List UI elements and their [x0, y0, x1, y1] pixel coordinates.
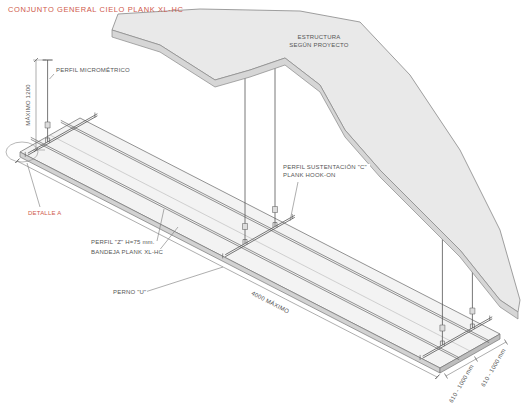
drawing-title: CONJUNTO GENERAL CIELO PLANK XL-HC	[8, 5, 183, 14]
dimension-tick	[475, 357, 478, 362]
c-profile-end	[222, 253, 223, 258]
hanger-rod	[275, 64, 276, 226]
c-profile-end	[489, 316, 490, 321]
micrometric-profile	[45, 122, 50, 128]
dimension-extension	[436, 374, 440, 379]
c-profile	[28, 116, 98, 155]
micrometric-profile	[273, 207, 278, 213]
dimension-label: 4000 MÁXIMO	[249, 290, 291, 317]
c-profile	[423, 319, 493, 358]
u-bolt	[470, 324, 474, 329]
dimension-tick	[435, 375, 439, 379]
dimension-line	[36, 60, 37, 150]
leader-line	[290, 182, 298, 221]
micrometric-profile	[243, 224, 248, 230]
ceiling-assembly	[6, 9, 520, 379]
part-label: BANDEJA PLANK XL-HC	[90, 249, 164, 257]
dimension-label: 610 - 1000 mm	[448, 363, 477, 406]
detail-label: DETALLE A	[28, 210, 61, 218]
u-bolt	[440, 341, 444, 346]
c-profile-end	[94, 112, 95, 117]
hanger-rod	[245, 74, 246, 243]
hanger-rod	[47, 60, 48, 142]
dimension-extension	[16, 158, 20, 163]
u-bolt	[273, 223, 277, 228]
c-profile	[28, 114, 98, 153]
c-profile-end	[292, 214, 293, 219]
hanger-rod	[472, 269, 473, 329]
dimension-label: 610 - 1000 mm	[480, 347, 509, 390]
dimension-extension	[33, 150, 45, 151]
c-profile-end	[420, 355, 421, 360]
c-profile	[225, 217, 295, 256]
plank-front-face	[20, 152, 440, 373]
part-label: PERNO "U"	[112, 289, 147, 297]
u-bolt	[243, 240, 247, 245]
leader-line	[145, 267, 223, 292]
dimension-label: MÁXIMO 1200	[25, 83, 33, 127]
dimension-tick	[445, 374, 448, 379]
dimension-tick	[15, 159, 19, 163]
dimension-extension	[33, 60, 46, 61]
dimension-tick	[34, 58, 38, 62]
micrometric-profile	[470, 308, 475, 314]
dimension-tick	[505, 340, 508, 345]
structure-slab-edge	[112, 30, 518, 319]
leader-lines	[27, 74, 298, 292]
leader-line	[27, 163, 40, 207]
leader-line	[157, 209, 164, 241]
part-label: PERFIL SUSTENTACIÓN "C" PLANK HOOK-ON	[282, 164, 370, 179]
c-profile	[225, 215, 295, 254]
detail-circle	[6, 142, 38, 162]
part-label: PERFIL MICROMÉTRICO	[56, 67, 130, 75]
part-label: PERFIL "Z" H=75 mm.	[90, 239, 156, 247]
c-profile	[423, 317, 493, 356]
leader-line	[50, 74, 55, 79]
dimension-line	[17, 161, 437, 377]
micrometric-profile	[440, 325, 445, 331]
c-profile-end	[25, 152, 26, 157]
part-label: ESTRUCTURA SEGÚN PROYECTO	[288, 34, 350, 49]
u-bolt	[46, 138, 50, 143]
